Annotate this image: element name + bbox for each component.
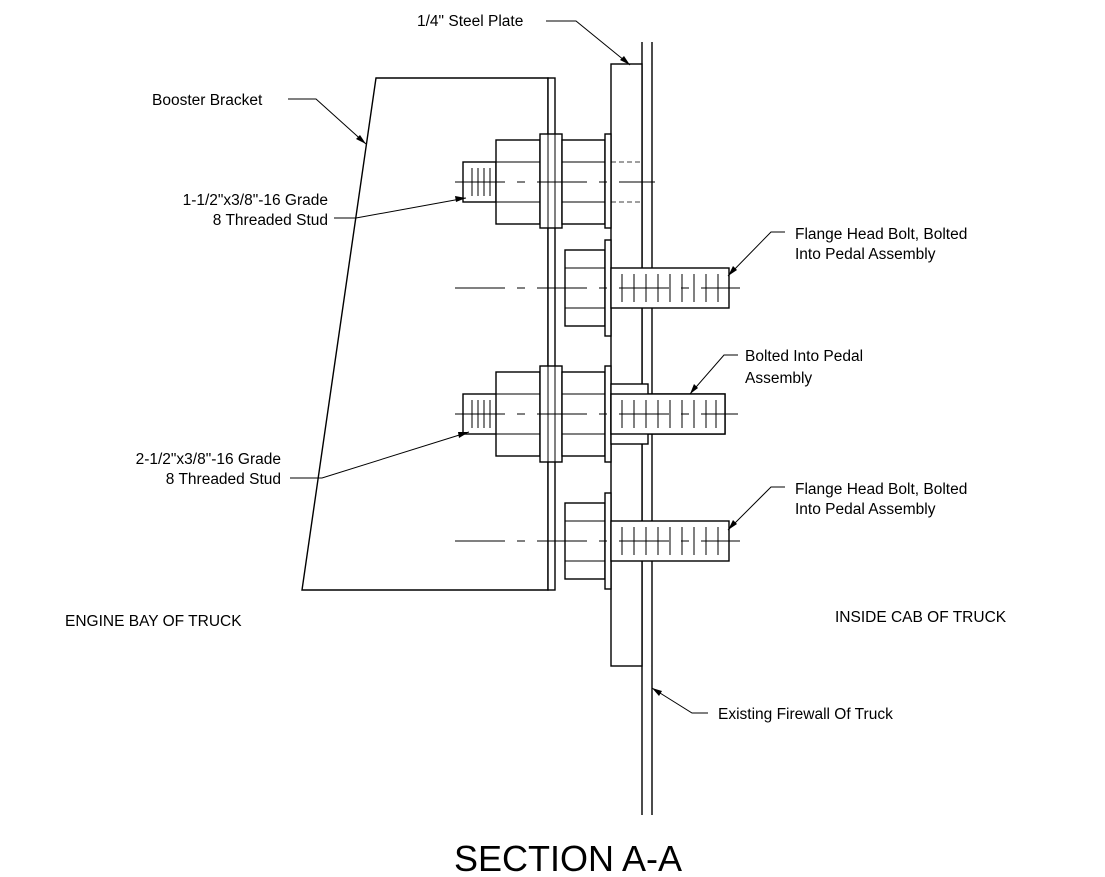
label-long-stud-line1: 2-1/2"x3/8"-16 Grade: [136, 451, 281, 468]
label-long-stud-line2: 8 Threaded Stud: [166, 471, 281, 488]
label-short-stud-line2: 8 Threaded Stud: [213, 212, 328, 229]
label-firewall: Existing Firewall Of Truck: [718, 706, 893, 723]
label-steel-plate: 1/4" Steel Plate: [417, 13, 523, 30]
steel-plate: [610, 63, 643, 667]
label-inside-cab: INSIDE CAB OF TRUCK: [835, 609, 1007, 626]
flange-bolt-lower: [455, 492, 740, 590]
label-bolted-into-pedal-line2: Assembly: [745, 370, 812, 387]
leader-lines: [288, 20, 785, 714]
section-title: SECTION A-A: [454, 838, 682, 877]
short-stud-assembly: [455, 133, 655, 229]
label-booster-bracket: Booster Bracket: [152, 92, 263, 109]
label-short-stud-line1: 1-1/2"x3/8"-16 Grade: [183, 192, 328, 209]
label-flange-bolt-upper-line1: Flange Head Bolt, Bolted: [795, 226, 967, 243]
label-engine-bay: ENGINE BAY OF TRUCK: [65, 613, 242, 630]
long-stud-assembly: [455, 365, 738, 463]
label-bolted-into-pedal-line1: Bolted Into Pedal: [745, 348, 863, 365]
booster-bracket: [301, 77, 556, 591]
flange-bolt-upper: [455, 239, 740, 337]
label-flange-bolt-lower-line1: Flange Head Bolt, Bolted: [795, 481, 967, 498]
label-flange-bolt-lower-line2: Into Pedal Assembly: [795, 501, 936, 518]
label-flange-bolt-upper-line2: Into Pedal Assembly: [795, 246, 936, 263]
